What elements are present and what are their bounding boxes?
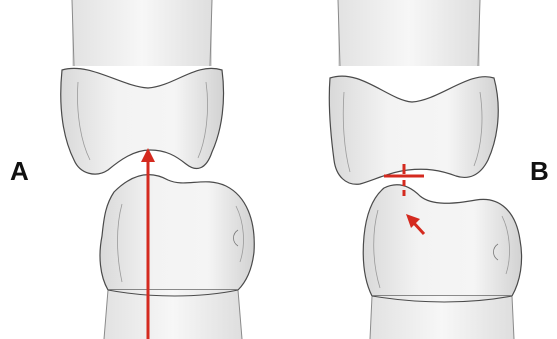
- panel-label-a: A: [10, 158, 29, 184]
- panel-b-upper-shaft: [338, 0, 480, 66]
- panel-b: [329, 0, 521, 339]
- panel-b-lower-bone: [363, 185, 521, 296]
- panel-a-upper-shaft: [72, 0, 212, 66]
- panel-a-lower-shaft: [104, 290, 242, 339]
- panel-a: [61, 0, 255, 339]
- panel-a-lower-bone: [100, 175, 254, 290]
- panel-a-upper-bone: [61, 68, 224, 174]
- panel-label-b: B: [530, 158, 549, 184]
- panel-b-upper-bone: [329, 76, 498, 184]
